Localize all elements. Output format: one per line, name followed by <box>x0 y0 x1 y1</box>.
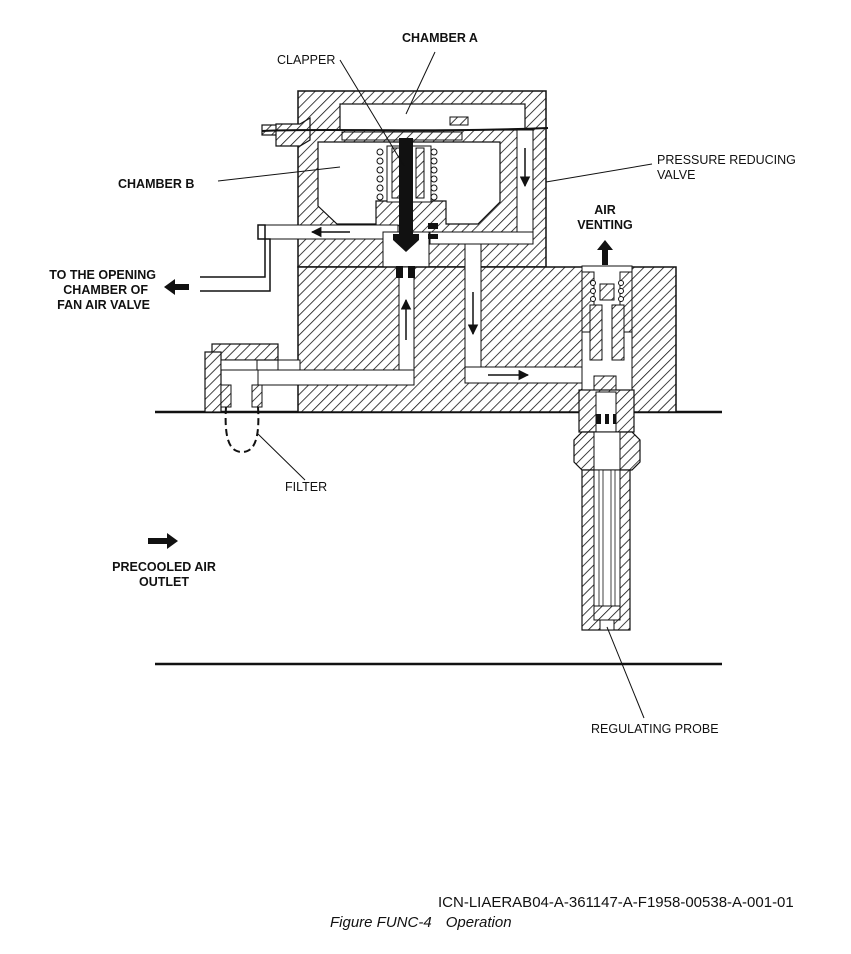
filter-connector <box>204 343 301 454</box>
valve-upper-body <box>257 90 547 268</box>
label-opening-chamber-line3: FAN AIR VALVE <box>57 298 150 312</box>
leader-regulating-probe <box>606 626 645 719</box>
leader-pressure-reducing <box>545 163 653 183</box>
bold-arrows <box>148 240 613 549</box>
label-precooled-air-line1: PRECOOLED AIR <box>112 560 216 574</box>
label-opening-chamber-line1: TO THE OPENING <box>49 268 156 282</box>
label-filter: FILTER <box>285 480 328 494</box>
opening-chamber-arrow <box>164 279 189 295</box>
leader-lines <box>217 51 653 719</box>
air-venting-assembly <box>581 265 633 413</box>
label-opening-chamber-line2: CHAMBER OF <box>63 283 148 297</box>
label-chamber-b: CHAMBER B <box>118 177 195 191</box>
figure-title: Operation <box>445 914 512 931</box>
label-regulating-probe: REGULATING PROBE <box>591 722 719 736</box>
icn-code: ICN-LIAERAB04-A-361147-A-F1958-00538-A-0… <box>438 894 794 911</box>
leader-chamber-b <box>217 166 341 182</box>
label-pressure-reducing-line2: VALVE <box>657 168 696 182</box>
leader-filter <box>257 433 306 481</box>
regulating-probe <box>573 389 641 631</box>
leader-chamber-a <box>405 51 436 115</box>
label-pressure-reducing-line1: PRESSURE REDUCING <box>657 153 796 167</box>
flow-arrows <box>310 148 531 381</box>
label-precooled-air-line2: OUTLET <box>139 575 189 589</box>
label-air-venting-line2: VENTING <box>577 218 633 232</box>
label-chamber-a: CHAMBER A <box>402 31 478 45</box>
precooled-air-arrow <box>148 533 178 549</box>
leader-clapper <box>339 59 405 167</box>
label-air-venting-line1: AIR <box>594 203 616 217</box>
figure-number: Figure FUNC-4 <box>330 914 432 931</box>
air-venting-arrow <box>597 240 613 265</box>
figure-caption: Figure FUNC-4 Operation <box>330 914 512 931</box>
clapper <box>393 138 438 252</box>
label-clapper: CLAPPER <box>277 53 336 67</box>
